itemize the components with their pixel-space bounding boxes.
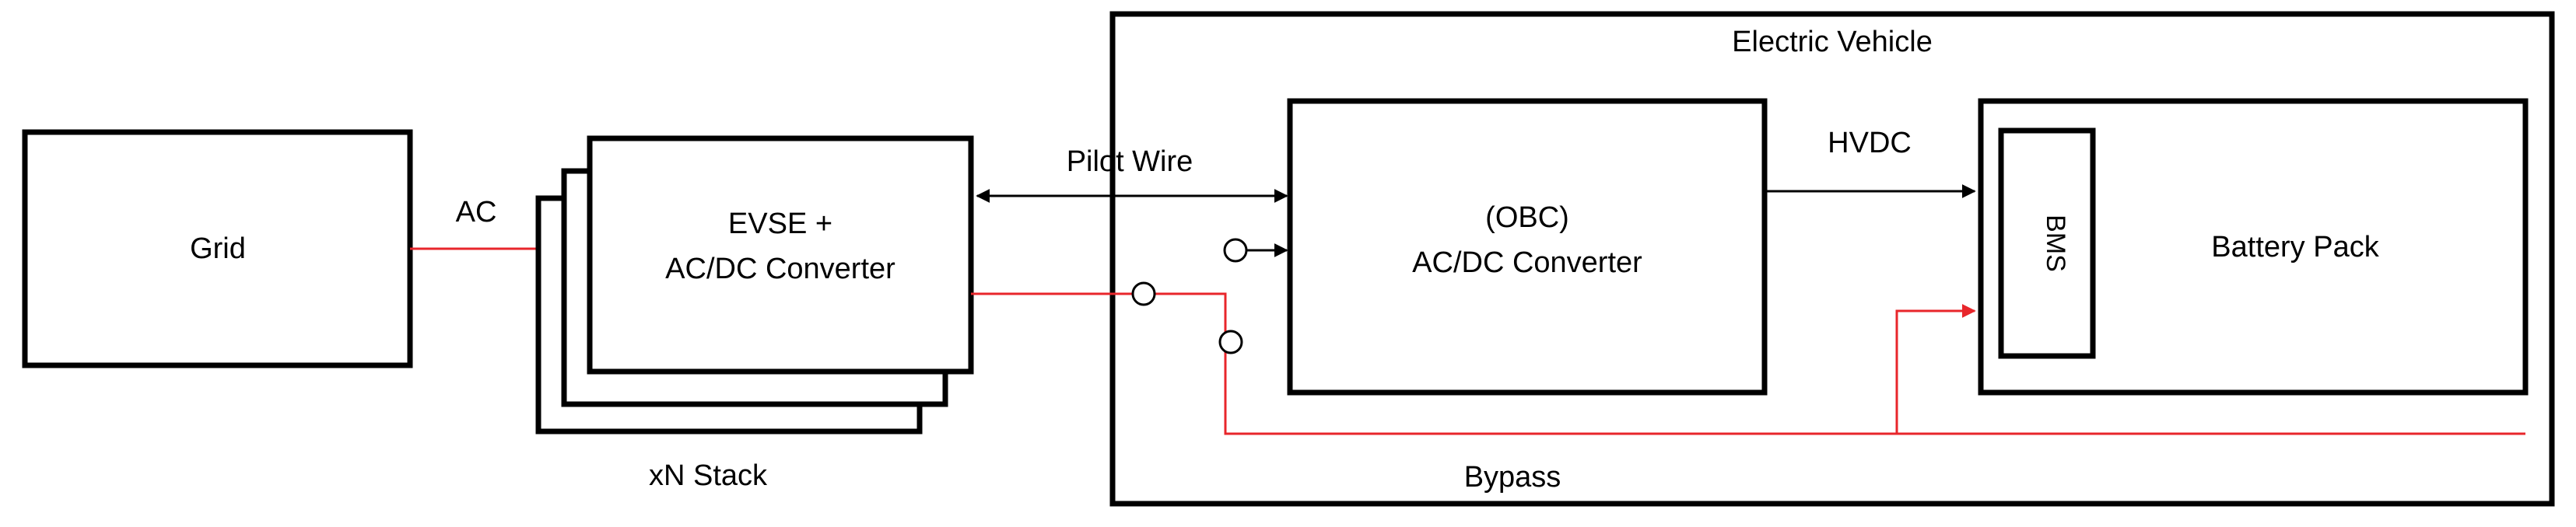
bypass-node — [1218, 330, 1243, 354]
bms-box — [1998, 127, 2096, 359]
pilot-wire-label: Pilot Wire — [1067, 145, 1193, 178]
obc-label-line2: AC/DC Converter — [1412, 246, 1642, 279]
bypass-line — [1225, 304, 1976, 435]
electric-vehicle-label: Electric Vehicle — [1732, 26, 1933, 58]
grid-label: Grid — [190, 232, 246, 265]
hvdc-label: HVDC — [1828, 127, 1912, 159]
stack-label: xN Stack — [649, 459, 768, 492]
ac-label: AC — [456, 196, 497, 229]
evse-output-node — [1131, 281, 1156, 306]
obc-box — [1287, 98, 1768, 396]
evse-label-line1: EVSE + — [728, 208, 832, 240]
evse-box — [587, 135, 974, 375]
evse-label-line2: AC/DC Converter — [665, 253, 895, 285]
obc-label-line1: (OBC) — [1485, 201, 1569, 234]
obc-input-node — [1223, 238, 1248, 263]
bms-label: BMS — [2041, 215, 2070, 272]
bypass-label: Bypass — [1464, 461, 1561, 494]
grid-box — [22, 129, 413, 368]
battery-pack-label: Battery Pack — [2211, 231, 2379, 264]
electric-vehicle-container — [1109, 11, 2555, 507]
